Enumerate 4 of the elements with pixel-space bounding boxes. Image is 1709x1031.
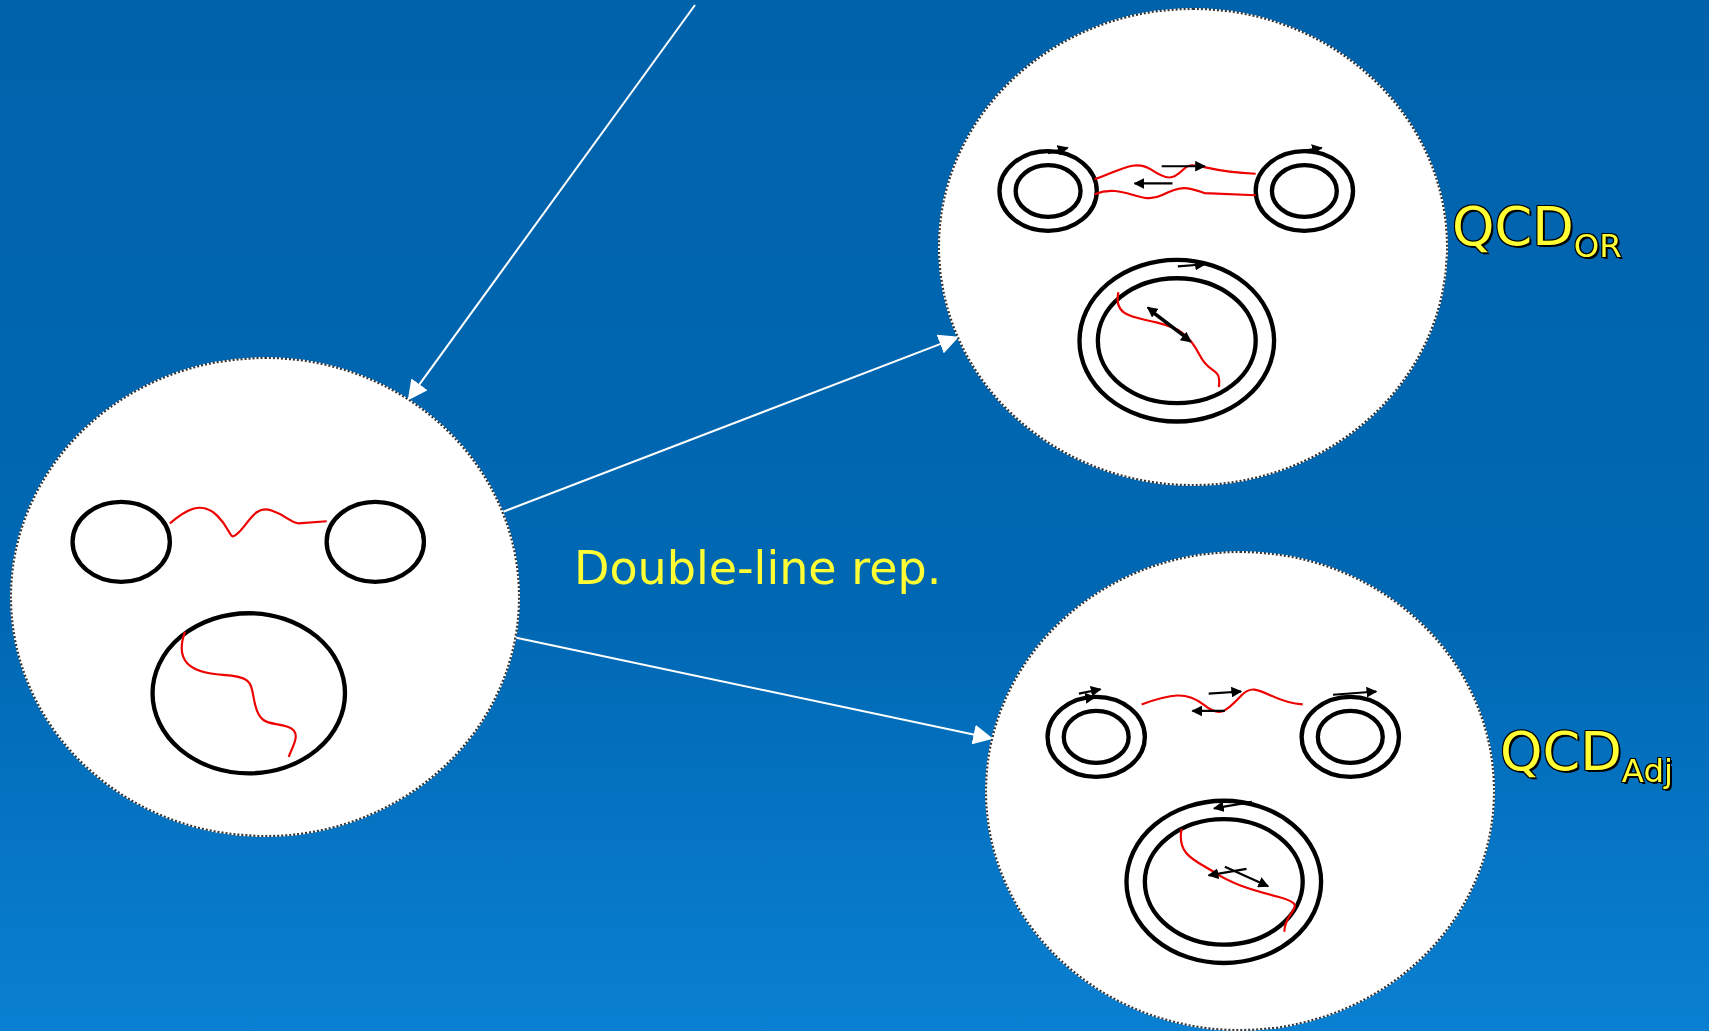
- arrow: [502, 334, 959, 513]
- formula-label: QCD$_{OR}$: [1452, 200, 1622, 263]
- arrow: [407, 4, 696, 401]
- formula-label: QCD$_{Adj}$: [1500, 725, 1673, 788]
